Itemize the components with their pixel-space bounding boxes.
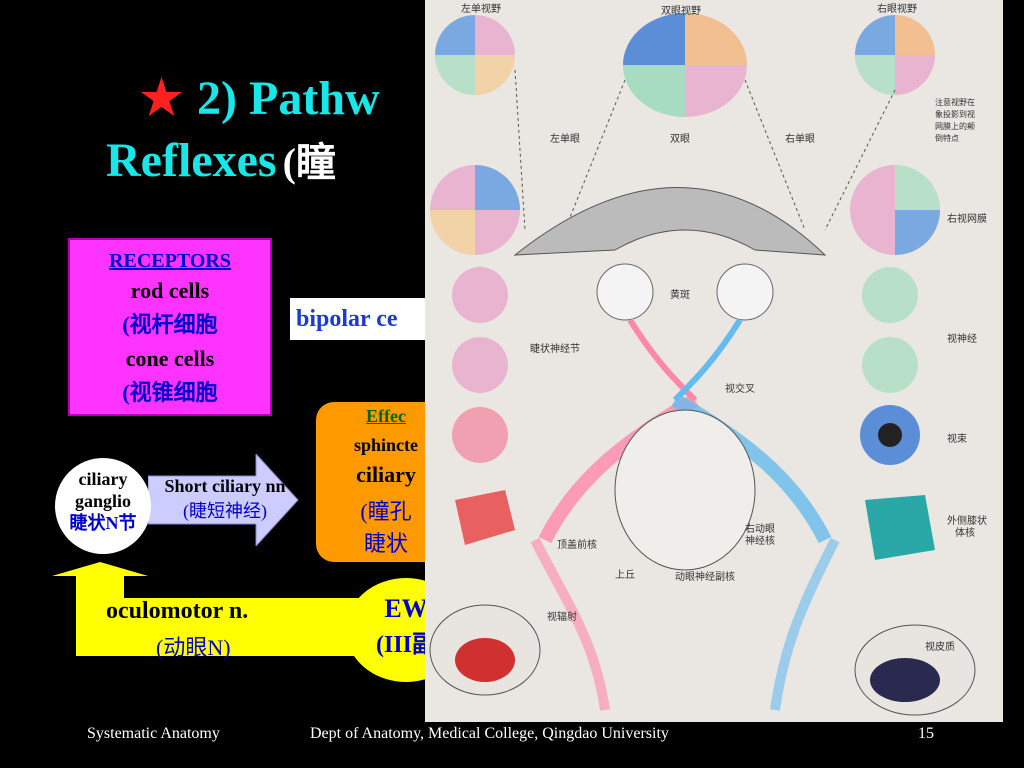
fig-label-visual-cortex: 视皮质 — [925, 640, 955, 653]
right-field-2-icon — [862, 267, 918, 323]
receptors-heading: RECEPTORS — [109, 250, 231, 272]
rod-cells-cn: (视杆细胞 — [122, 312, 218, 337]
slide-title-line2: Reflexes(瞳 — [106, 134, 336, 187]
effector-ciliary: ciliary — [356, 462, 416, 487]
fig-note-1: 注意视野在 — [935, 97, 975, 107]
fig-label-lgn-1: 外侧膝状 — [947, 514, 987, 527]
fig-label-top-right: 右眼视野 — [877, 2, 917, 15]
fig-label-right-mono: 右单眼 — [785, 132, 815, 145]
footer-course: Systematic Anatomy — [87, 725, 220, 742]
receptors-box: RECEPTORS rod cells (视杆细胞 cone cells (视锥… — [68, 238, 272, 416]
cone-cells-cn: (视锥细胞 — [122, 380, 218, 405]
fig-note-4: 倒特点 — [935, 133, 959, 143]
fig-label-oculomotor-nucleus: 动眼神经副核 — [675, 570, 735, 583]
right-retina-circle-icon — [850, 165, 940, 255]
fig-label-top-left: 左单视野 — [461, 2, 501, 15]
fig-label-optic-tract: 视束 — [947, 432, 967, 445]
fig-label-right-oculomotor-1: 右动眼 — [745, 522, 775, 535]
footer-department: Dept of Anatomy, Medical College, Qingda… — [310, 725, 669, 742]
left-eye-icon — [596, 263, 654, 321]
left-retina-icon — [430, 165, 520, 255]
effector-cn-1: (瞳孔 — [360, 499, 412, 524]
right-visual-field-icon — [855, 15, 935, 95]
cone-cells-label: cone cells — [125, 346, 215, 371]
right-eye-icon — [716, 263, 774, 321]
left-field-2-icon — [452, 267, 508, 323]
effector-heading: Effec — [366, 406, 406, 426]
fig-label-right-retina: 右视网膜 — [947, 212, 987, 225]
left-field-4-icon — [452, 407, 508, 463]
fig-label-binocular: 双眼 — [670, 133, 690, 145]
left-lgn-icon — [455, 490, 515, 545]
binocular-visual-field-icon — [623, 13, 747, 117]
left-field-3-icon — [452, 337, 508, 393]
rod-cells-label: rod cells — [130, 278, 210, 303]
fig-label-chiasm: 视交叉 — [725, 382, 755, 395]
fig-label-pretectal: 顶盖前核 — [557, 538, 597, 551]
fig-note-2: 象投影到视 — [935, 109, 975, 119]
right-lgn-icon — [865, 495, 935, 560]
short-ciliary-arrow — [148, 454, 299, 546]
fig-label-optic-nerve: 视神经 — [947, 332, 977, 345]
oculomotor-label: oculomotor n. — [106, 598, 249, 624]
fig-label-left-mono: 左单眼 — [550, 132, 580, 145]
figure-illustration: 左单视野 双眼视野 右眼视野 左单眼 双眼 右单眼 注意视野在 象投影到视 网膜… — [425, 0, 1003, 722]
left-visual-field-icon — [435, 15, 515, 95]
fig-label-macula: 黄斑 — [670, 288, 690, 301]
fig-label-ciliary-ganglion: 睫状神经节 — [530, 342, 580, 355]
short-ciliary-cn: (睫短神经) — [183, 501, 267, 521]
ciliary-ganglion-circle: ciliary ganglio 睫状N节 — [55, 458, 151, 554]
up-arrow-icon — [52, 562, 148, 656]
short-ciliary-label: Short ciliary nn (睫短神经) — [150, 476, 300, 523]
fig-label-sup-coll: 上丘 — [615, 569, 635, 581]
fig-label-lgn-2: 体核 — [955, 526, 975, 539]
effector-sphincter: sphincte — [353, 435, 418, 455]
visual-pathway-figure: 左单视野 双眼视野 右眼视野 左单眼 双眼 右单眼 注意视野在 象投影到视 网膜… — [425, 0, 1003, 722]
fig-label-top-center: 双眼视野 — [661, 4, 701, 17]
oculomotor-cn: (动眼N) — [156, 635, 231, 660]
right-field-3-icon — [862, 337, 918, 393]
fig-label-right-oculomotor-2: 神经核 — [745, 534, 775, 547]
bipolar-cells-box: bipolar ce — [290, 298, 446, 340]
footer-page-number: 15 — [918, 725, 934, 742]
effector-cn-2: 睫状 — [363, 531, 408, 556]
fig-label-optic-radiation: 视辐射 — [547, 610, 577, 623]
slide-title-line1: ★2) Pathw — [140, 72, 380, 125]
star-icon: ★ — [140, 72, 184, 125]
fig-note-3: 网膜上的颠 — [935, 121, 975, 131]
